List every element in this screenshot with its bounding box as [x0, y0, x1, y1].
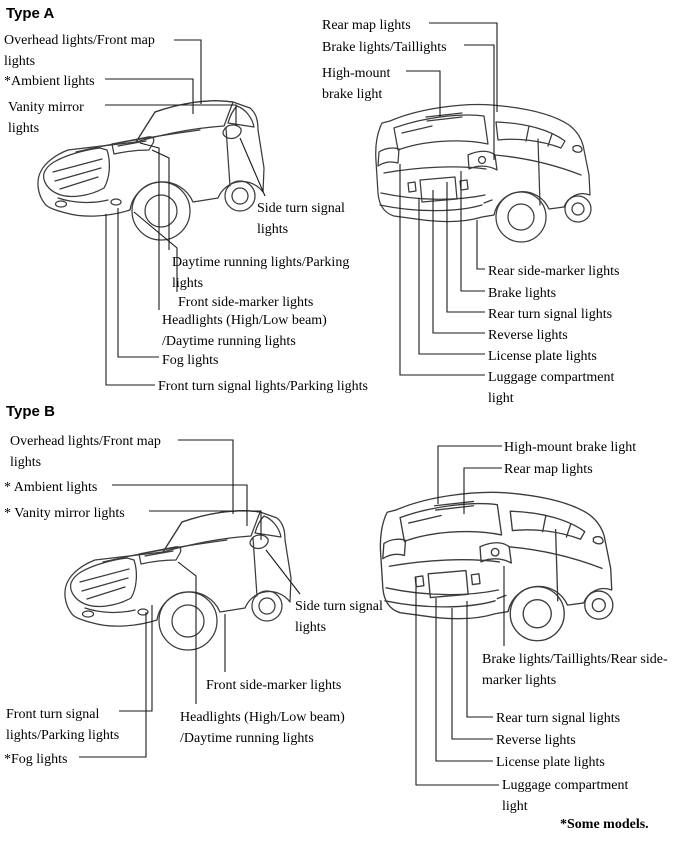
label-a-daytime-running-parking-lights: Daytime running lights/Parking lights [172, 255, 350, 291]
type-b-heading: Type B [6, 403, 55, 420]
label-b-reverse-lights: Reverse lights [496, 733, 576, 748]
leader-line [399, 164, 485, 376]
leader-line [460, 171, 485, 292]
car-rear-illustration-type-a [375, 103, 592, 243]
label-a-rear-map-lights: Rear map lights [322, 18, 411, 33]
label-a-side-turn-signal-lights: Side turn signal lights [257, 201, 345, 237]
some-models-footnote: *Some models. [560, 817, 649, 832]
label-a-rear-side-marker-lights: Rear side-marker lights [488, 264, 620, 279]
leader-line [239, 137, 266, 197]
leader-line [437, 445, 502, 504]
label-a-front-side-marker-lights: Front side-marker lights [178, 295, 314, 310]
leader-line [133, 211, 178, 292]
label-a-fog-lights: Fog lights [162, 353, 219, 368]
label-b-side-turn-signal-lights: Side turn signal lights [295, 599, 383, 635]
car-rear-illustration-type-b [379, 491, 614, 642]
leader-line [105, 104, 237, 126]
label-a-rear-turn-signal-lights: Rear turn signal lights [488, 307, 613, 322]
car-front-illustration-type-b [64, 510, 292, 651]
leader-line [464, 44, 495, 160]
label-b-luggage-compartment-light: Luggage compartment light [502, 778, 629, 814]
leader-line [119, 605, 153, 712]
leader-line [451, 608, 493, 740]
label-a-rear-brake-lights: Brake lights [488, 286, 557, 301]
leader-lines-type-b [79, 439, 505, 786]
leader-line [149, 510, 262, 540]
leader-line [415, 578, 499, 786]
leader-line [432, 190, 485, 334]
leader-line [139, 142, 160, 310]
label-a-overhead-front-map-lights: Overhead lights/Front map lights [4, 33, 155, 69]
label-b-license-plate-lights: License plate lights [496, 755, 605, 770]
label-b-ambient-lights: * Ambient lights [4, 480, 98, 495]
leader-line [429, 22, 498, 112]
type-a-heading: Type A [6, 5, 55, 22]
label-a-headlights: Headlights (High/Low beam) /Daytime runn… [162, 313, 327, 349]
label-a-vanity-mirror-lights: Vanity mirror lights [8, 100, 84, 136]
leader-line [406, 70, 441, 117]
leader-line [117, 208, 159, 358]
label-a-ambient-lights: *Ambient lights [4, 74, 95, 89]
leader-line [174, 39, 202, 104]
leader-line [446, 182, 485, 313]
leader-lines-type-a [105, 22, 498, 386]
leader-line [151, 149, 170, 250]
label-b-rear-turn-signal-lights: Rear turn signal lights [496, 711, 621, 726]
label-b-headlights: Headlights (High/Low beam) /Daytime runn… [180, 710, 345, 746]
label-a-license-plate-lights: License plate lights [488, 349, 597, 364]
leader-line [466, 601, 493, 718]
leader-line [105, 78, 194, 114]
label-a-high-mount-brake-light: High-mount brake light [322, 66, 391, 102]
label-a-front-turn-signal-parking-lights: Front turn signal lights/Parking lights [158, 379, 369, 394]
label-a-brake-lights-taillights: Brake lights/Taillights [322, 40, 447, 55]
leader-line [177, 561, 197, 704]
label-b-overhead-front-map-lights: Overhead lights/Front map lights [10, 434, 161, 470]
label-b-vanity-mirror-lights: * Vanity mirror lights [4, 506, 125, 521]
label-b-rear-map-lights: Rear map lights [504, 462, 593, 477]
leader-line [418, 198, 485, 355]
leader-line [463, 467, 502, 514]
label-b-high-mount-brake-light: High-mount brake light [504, 440, 637, 455]
leader-line [79, 612, 147, 758]
leader-line [112, 484, 248, 526]
leader-line [105, 214, 155, 386]
leader-line [265, 549, 301, 595]
leader-line [178, 439, 234, 514]
label-b-front-turn-signal-parking-lights: Front turn signal lights/Parking lights [6, 707, 120, 743]
label-a-reverse-lights: Reverse lights [488, 328, 568, 343]
leader-line [476, 220, 485, 270]
leader-line [435, 598, 493, 762]
label-a-luggage-compartment-light: Luggage compartment light [488, 370, 615, 406]
label-b-brake-taillights-rear-side-marker: Brake lights/Taillights/Rear side-marker… [482, 652, 668, 688]
label-b-fog-lights: *Fog lights [4, 752, 68, 767]
label-b-front-side-marker-lights: Front side-marker lights [206, 678, 342, 693]
